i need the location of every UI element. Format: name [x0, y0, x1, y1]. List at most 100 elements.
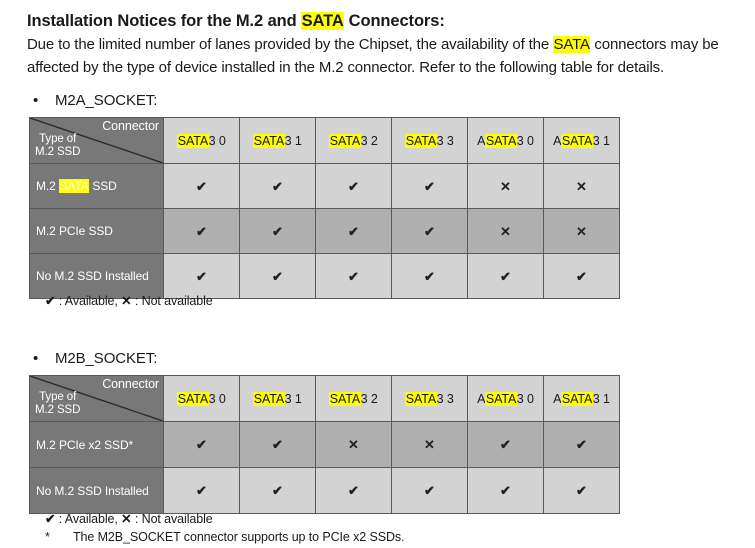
col-post: 3 1 — [284, 391, 302, 406]
check-icon: ✔ — [500, 268, 511, 284]
col-pre: A — [553, 133, 562, 148]
cell-availability: ✔ — [163, 421, 240, 468]
column-header-sata3-2: SATA3 2 — [315, 117, 392, 164]
column-header-sata3-3: SATA3 3 — [391, 117, 468, 164]
column-header-asata3-1: ASATA3 1 — [543, 375, 620, 422]
col-post: 3 1 — [284, 133, 302, 148]
table-row: M.2 PCIe x2 SSD* ✔ ✔ ✕ ✕ ✔ ✔ — [29, 421, 620, 468]
check-icon: ✔ — [424, 178, 435, 194]
check-icon: ✔ — [576, 268, 587, 284]
legend-table-a: ✔ : Available, ✕ : Not available — [45, 293, 213, 308]
column-header-sata3-3: SATA3 3 — [391, 375, 468, 422]
legend-not-available-text: : Not available — [134, 512, 213, 526]
intro-block: Installation Notices for the M.2 and SAT… — [27, 11, 741, 79]
col-post: 3 2 — [360, 133, 378, 148]
col-highlight: SATA — [177, 391, 209, 406]
corner-type-line1: Type of — [39, 391, 77, 403]
cell-availability: ✔ — [467, 421, 544, 468]
cell-availability: ✔ — [239, 467, 316, 514]
col-post: 3 0 — [516, 391, 534, 406]
cell-availability: ✔ — [467, 467, 544, 514]
check-icon: ✔ — [500, 483, 511, 498]
col-pre: A — [477, 391, 486, 406]
col-highlight: SATA — [405, 133, 437, 148]
col-post: 3 1 — [592, 133, 610, 148]
heading-m2b-socket-label: M2B_SOCKET: — [55, 350, 158, 367]
cell-availability: ✔ — [315, 467, 392, 514]
cell-availability: ✔ — [163, 208, 240, 254]
col-highlight: SATA — [485, 133, 517, 148]
col-highlight: SATA — [253, 391, 285, 406]
legend-available-text: : Available, — [58, 512, 118, 526]
row-label-pre: M.2 PCIe x2 SSD* — [36, 437, 134, 452]
table-row: No M.2 SSD Installed ✔ ✔ ✔ ✔ ✔ ✔ — [29, 253, 620, 299]
cell-availability: ✔ — [163, 163, 240, 209]
cross-icon: ✕ — [424, 437, 435, 452]
cell-availability: ✕ — [467, 163, 544, 209]
cross-icon: ✕ — [121, 294, 132, 308]
cross-icon: ✕ — [500, 223, 511, 239]
footnote-text: The M2B_SOCKET connector supports up to … — [73, 530, 405, 544]
bullet-dot-icon: • — [33, 350, 39, 367]
col-highlight: SATA — [253, 133, 285, 148]
footnote-star-marker: * — [45, 530, 50, 544]
col-highlight: SATA — [177, 133, 209, 148]
row-label-pre: M.2 — [36, 179, 59, 193]
cell-availability: ✔ — [543, 467, 620, 514]
col-post: 3 3 — [436, 391, 454, 406]
cross-icon: ✕ — [576, 223, 587, 239]
cell-availability: ✔ — [391, 253, 468, 299]
col-post: 3 0 — [208, 133, 226, 148]
col-post: 3 1 — [592, 391, 610, 406]
cell-availability: ✔ — [391, 163, 468, 209]
cross-icon: ✕ — [348, 437, 359, 452]
check-icon: ✔ — [196, 483, 207, 498]
column-header-asata3-0: ASATA3 0 — [467, 117, 544, 164]
corner-type-line1: Type of — [39, 133, 77, 145]
row-label-pre: M.2 PCIe SSD — [36, 224, 113, 238]
heading-m2a-socket: • M2A_SOCKET: — [33, 92, 157, 109]
col-highlight: SATA — [561, 133, 593, 148]
cell-availability: ✔ — [163, 253, 240, 299]
corner-type-line2: M.2 SSD — [35, 404, 81, 416]
cell-availability: ✔ — [467, 253, 544, 299]
cell-availability: ✕ — [543, 208, 620, 254]
legend-table-b: ✔ : Available, ✕ : Not available — [45, 511, 213, 526]
check-icon: ✔ — [424, 483, 435, 498]
cell-availability: ✔ — [239, 421, 316, 468]
col-highlight: SATA — [405, 391, 437, 406]
cross-icon: ✕ — [121, 512, 132, 526]
col-highlight: SATA — [329, 391, 361, 406]
cell-availability: ✔ — [315, 208, 392, 254]
cell-availability: ✔ — [239, 208, 316, 254]
corner-type-line2: M.2 SSD — [35, 146, 81, 158]
check-icon: ✔ — [348, 268, 359, 284]
intro-paragraph-pre: Due to the limited number of lanes provi… — [27, 36, 554, 53]
legend-not-available-text: : Not available — [134, 294, 213, 308]
row-label-m2-pcie-ssd: M.2 PCIe SSD — [29, 208, 164, 254]
check-icon: ✔ — [196, 268, 207, 284]
check-icon: ✔ — [424, 268, 435, 284]
corner-connector-label: Connector — [102, 377, 159, 391]
check-icon: ✔ — [272, 437, 283, 452]
table-row: M.2 PCIe SSD ✔ ✔ ✔ ✔ ✕ ✕ — [29, 208, 620, 254]
check-icon: ✔ — [196, 178, 207, 194]
cross-icon: ✕ — [576, 178, 587, 194]
table-row: No M.2 SSD Installed ✔ ✔ ✔ ✔ ✔ ✔ — [29, 467, 620, 514]
check-icon: ✔ — [272, 223, 283, 239]
cell-availability: ✕ — [543, 163, 620, 209]
col-highlight: SATA — [329, 133, 361, 148]
check-icon: ✔ — [576, 437, 587, 452]
row-label-pre: No M.2 SSD Installed — [36, 269, 149, 283]
cell-availability: ✔ — [391, 467, 468, 514]
page-title-pre: Installation Notices for the M.2 and — [27, 12, 302, 30]
column-header-sata3-0: SATA3 0 — [163, 117, 240, 164]
col-pre: A — [477, 133, 486, 148]
table-row: M.2 SATA SSD ✔ ✔ ✔ ✔ ✕ ✕ — [29, 163, 620, 209]
col-post: 3 2 — [360, 391, 378, 406]
